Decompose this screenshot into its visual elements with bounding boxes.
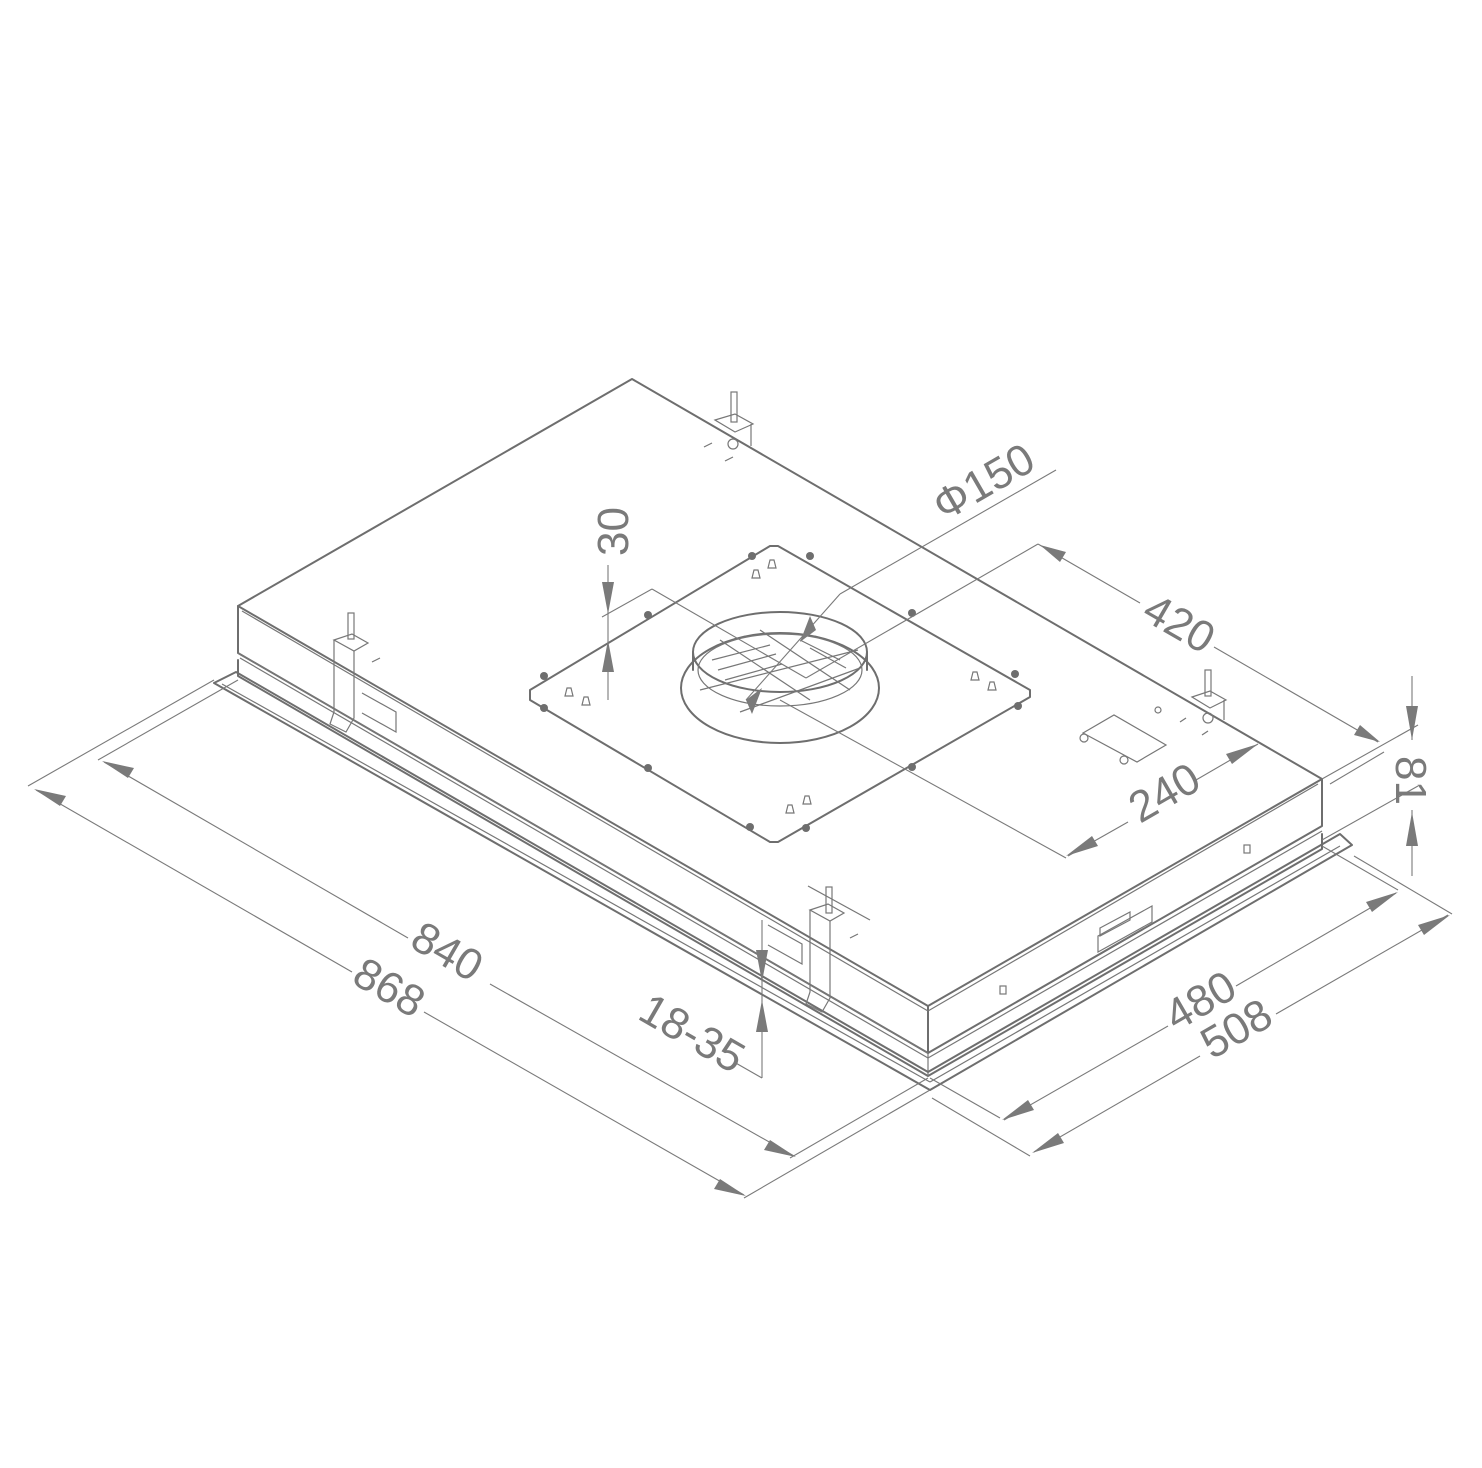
dim-18-35 — [733, 920, 768, 1079]
mounting-bracket-left — [329, 612, 397, 734]
label-420: 420 — [1135, 584, 1223, 663]
mounting-plate — [529, 545, 1031, 843]
dim-30 — [601, 565, 807, 700]
dim-868 — [27, 679, 931, 1199]
label-81: 81 — [1386, 756, 1435, 805]
mounting-bracket-right — [1154, 669, 1228, 736]
dim-508 — [931, 855, 1453, 1157]
duct-outlet — [680, 611, 880, 744]
access-panel — [1079, 714, 1168, 765]
front-control-vent — [999, 844, 1251, 995]
mounting-bracket-front — [767, 885, 871, 1013]
dim-420 — [805, 543, 1385, 785]
mounting-bracket-back — [703, 391, 755, 462]
dim-480 — [929, 845, 1399, 1121]
dim-240 — [779, 699, 1259, 859]
dim-diameter-150 — [745, 469, 1057, 714]
label-240: 240 — [1121, 754, 1209, 833]
label-18-35: 18-35 — [631, 984, 753, 1083]
label-30: 30 — [589, 507, 638, 556]
label-diameter-150: Φ150 — [925, 434, 1043, 531]
dim-840 — [97, 679, 929, 1159]
dim-81 — [1321, 676, 1419, 876]
